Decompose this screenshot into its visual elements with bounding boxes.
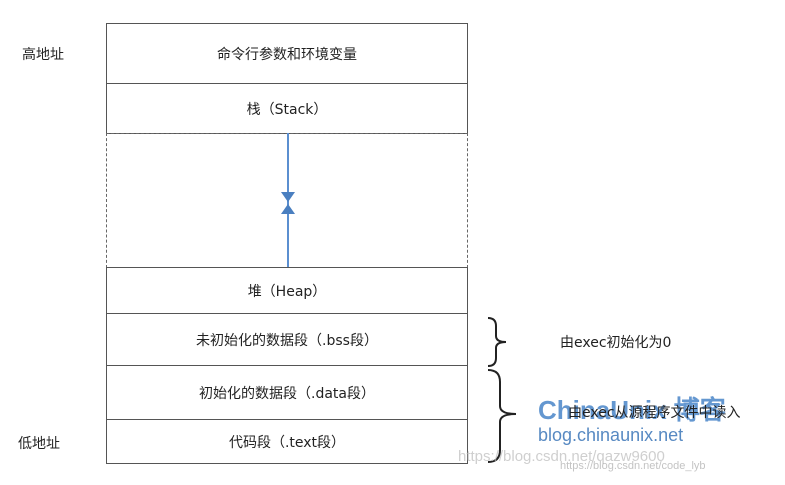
segment-text: 代码段（.text段）: [106, 419, 468, 464]
segment-bss-label: 未初始化的数据段（.bss段）: [196, 332, 378, 349]
segment-text-label: 代码段（.text段）: [228, 434, 346, 451]
segment-env-label: 命令行参数和环境变量: [217, 46, 357, 63]
bss-note: 由exec初始化为0: [560, 335, 672, 351]
segment-env: 命令行参数和环境变量: [106, 23, 468, 84]
segment-data: 初始化的数据段（.data段）: [106, 365, 468, 420]
bss-brace-icon: [487, 317, 507, 367]
csdn-watermark-2: https://blog.csdn.net/code_lyb: [560, 460, 706, 472]
bidirectional-arrow-icon: [281, 192, 295, 214]
chinaunix-logo: ChinaUnix 博客: [538, 395, 726, 425]
data-text-brace-icon: [487, 369, 517, 463]
csdn-watermark: https://blog.csdn.net/qazw9600: [458, 448, 665, 465]
segment-heap-label: 堆（Heap）: [247, 283, 327, 300]
segment-stack-label: 栈（Stack）: [246, 101, 328, 118]
high-address-label: 高地址: [22, 47, 64, 63]
low-address-label: 低地址: [18, 436, 60, 452]
segment-data-label: 初始化的数据段（.data段）: [199, 385, 375, 402]
segment-bss: 未初始化的数据段（.bss段）: [106, 313, 468, 366]
chinaunix-site: blog.chinaunix.net: [538, 425, 684, 445]
segment-stack: 栈（Stack）: [106, 83, 468, 134]
segment-heap: 堆（Heap）: [106, 267, 468, 314]
data-text-note: 由exec从源程序文件中读入: [568, 405, 741, 421]
